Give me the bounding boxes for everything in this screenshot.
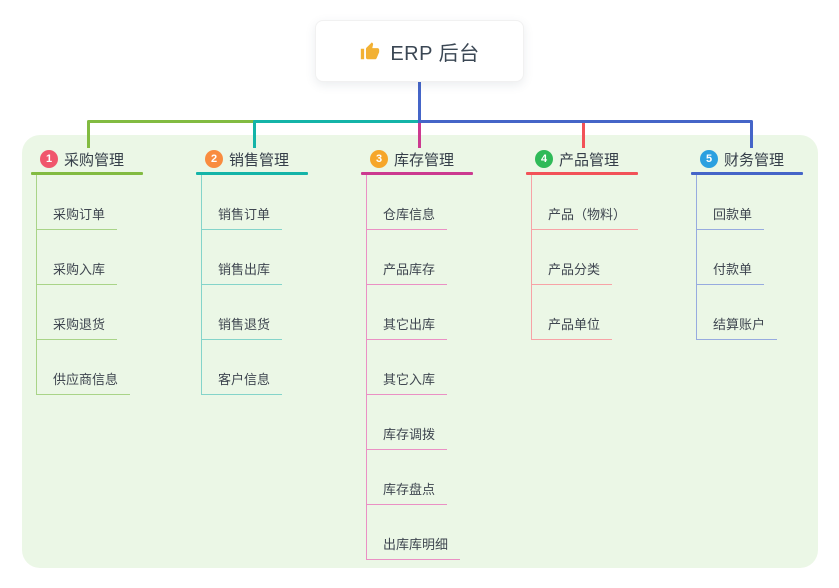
child-node[interactable]: 付款单 xyxy=(697,230,765,285)
child-node[interactable]: 其它入库 xyxy=(367,340,448,395)
child-node[interactable]: 其它出库 xyxy=(367,285,448,340)
branch-finance-header[interactable]: 5 财务管理 xyxy=(691,148,839,170)
branch-purchase-header[interactable]: 1 采购管理 xyxy=(31,148,201,170)
branch-underline xyxy=(31,172,143,175)
thumbs-up-icon xyxy=(359,40,381,62)
branch-purchase: 1 采购管理 采购订单 采购入库 采购退货 供应商信息 xyxy=(31,148,201,395)
root-node[interactable]: ERP 后台 xyxy=(315,20,524,82)
child-node[interactable]: 产品分类 xyxy=(532,230,613,285)
child-node[interactable]: 采购入库 xyxy=(37,230,118,285)
child-node[interactable]: 回款单 xyxy=(697,175,765,230)
branch-sales: 2 销售管理 销售订单 销售出库 销售退货 客户信息 xyxy=(196,148,366,395)
child-node[interactable]: 采购退货 xyxy=(37,285,118,340)
branch-number-badge: 4 xyxy=(535,150,553,168)
branch-label: 财务管理 xyxy=(724,151,785,169)
branch-label: 销售管理 xyxy=(229,151,290,169)
child-node[interactable]: 结算账户 xyxy=(697,285,778,340)
branch-number-badge: 5 xyxy=(700,150,718,168)
child-node[interactable]: 仓库信息 xyxy=(367,175,448,230)
child-node[interactable]: 客户信息 xyxy=(202,340,283,395)
branch-underline xyxy=(196,172,308,175)
branch-product-header[interactable]: 4 产品管理 xyxy=(526,148,696,170)
branch-children: 仓库信息 产品库存 其它出库 其它入库 库存调拨 库存盘点 出库库明细 xyxy=(366,175,461,560)
branch-inventory: 3 库存管理 仓库信息 产品库存 其它出库 其它入库 库存调拨 库存盘点 出库库… xyxy=(361,148,531,560)
root-label: ERP 后台 xyxy=(390,42,480,65)
branch-number-badge: 2 xyxy=(205,150,223,168)
branch-children: 采购订单 采购入库 采购退货 供应商信息 xyxy=(36,175,131,395)
branch-sales-header[interactable]: 2 销售管理 xyxy=(196,148,366,170)
mindmap-background-panel xyxy=(22,135,818,568)
child-node[interactable]: 供应商信息 xyxy=(37,340,131,395)
branch-children: 产品（物料） 产品分类 产品单位 xyxy=(531,175,639,340)
branch-label: 产品管理 xyxy=(559,151,620,169)
branch-label: 库存管理 xyxy=(394,151,455,169)
child-node[interactable]: 产品单位 xyxy=(532,285,613,340)
child-node[interactable]: 产品（物料） xyxy=(532,175,639,230)
branch-children: 销售订单 销售出库 销售退货 客户信息 xyxy=(201,175,283,395)
branch-number-badge: 1 xyxy=(40,150,58,168)
child-node[interactable]: 库存调拨 xyxy=(367,395,448,450)
branch-underline xyxy=(691,172,803,175)
child-node[interactable]: 销售订单 xyxy=(202,175,283,230)
child-node[interactable]: 库存盘点 xyxy=(367,450,448,505)
branch-product: 4 产品管理 产品（物料） 产品分类 产品单位 xyxy=(526,148,696,340)
child-node[interactable]: 采购订单 xyxy=(37,175,118,230)
child-node[interactable]: 产品库存 xyxy=(367,230,448,285)
branch-number-badge: 3 xyxy=(370,150,388,168)
branch-underline xyxy=(526,172,638,175)
branch-finance: 5 财务管理 回款单 付款单 结算账户 xyxy=(691,148,839,340)
child-node[interactable]: 销售出库 xyxy=(202,230,283,285)
child-node[interactable]: 出库库明细 xyxy=(367,505,461,560)
branch-label: 采购管理 xyxy=(64,151,125,169)
branch-inventory-header[interactable]: 3 库存管理 xyxy=(361,148,531,170)
child-node[interactable]: 销售退货 xyxy=(202,285,283,340)
branch-underline xyxy=(361,172,473,175)
branch-children: 回款单 付款单 结算账户 xyxy=(696,175,778,340)
